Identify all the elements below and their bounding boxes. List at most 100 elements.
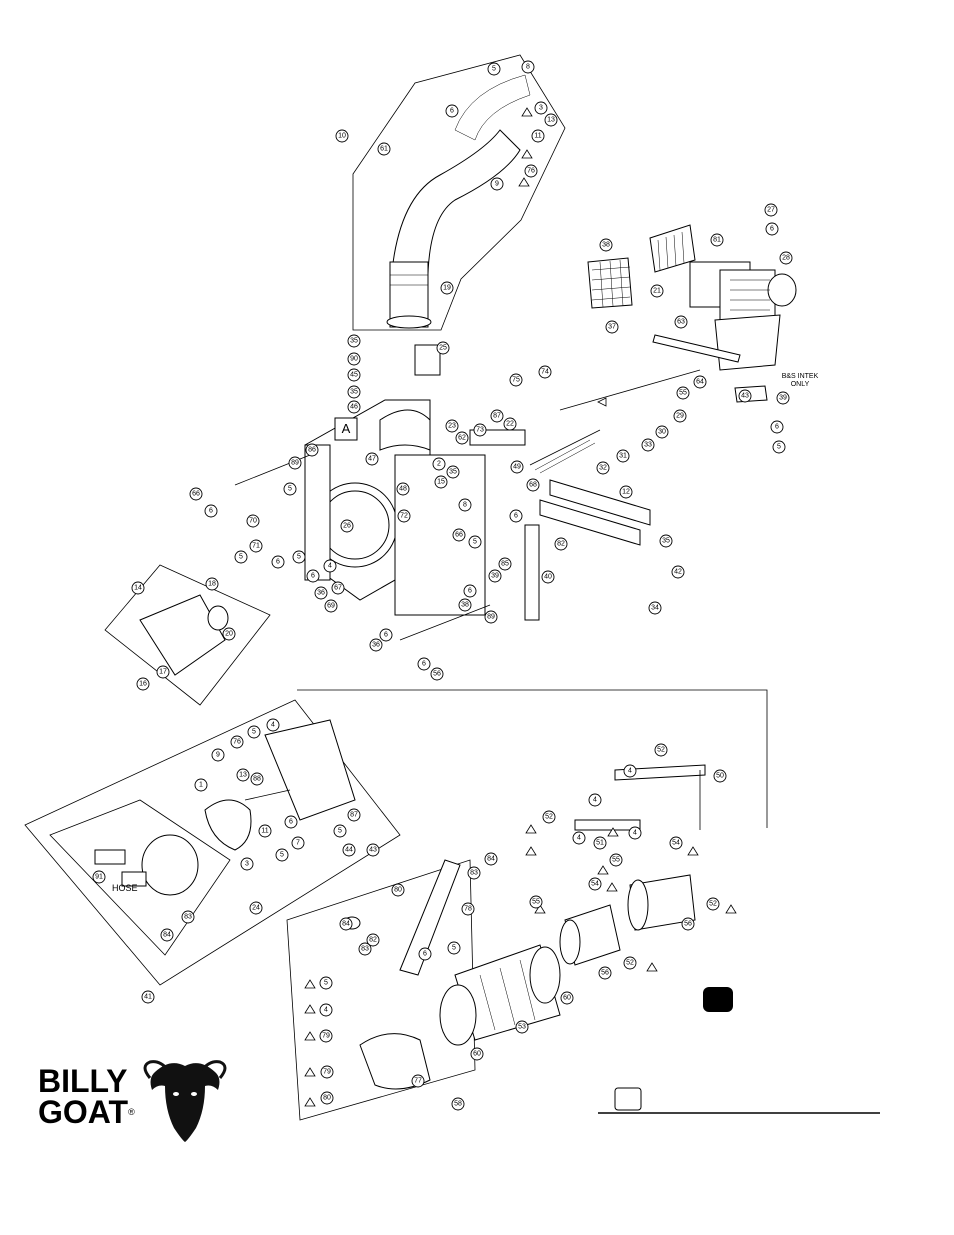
callout-10: 10 xyxy=(335,129,349,143)
callout-number: 82 xyxy=(557,541,565,548)
callout-6: 6 xyxy=(306,569,320,583)
callout-number: 66 xyxy=(192,491,200,498)
callout-number: 88 xyxy=(253,776,261,783)
callout-circle xyxy=(397,509,411,523)
callout-circle xyxy=(432,457,446,471)
brand-registered: ® xyxy=(128,1107,135,1117)
callout-number: 38 xyxy=(461,602,469,609)
goat-head-logo xyxy=(143,1060,227,1142)
callout-circle xyxy=(674,315,688,329)
callout-circle xyxy=(458,498,472,512)
callout-number: 6 xyxy=(770,226,774,233)
callout-circle xyxy=(305,443,319,457)
callout-circle xyxy=(598,966,612,980)
callout-35: 35 xyxy=(659,534,673,548)
callout-circle xyxy=(347,808,361,822)
callout-87: 87 xyxy=(490,409,504,423)
callout-83: 83 xyxy=(181,910,195,924)
discharge-chute-group xyxy=(352,54,566,331)
callout-81: 81 xyxy=(710,233,724,247)
callout-circle xyxy=(411,1074,425,1088)
callout-number: 6 xyxy=(450,108,454,115)
callout-64: 64 xyxy=(693,375,707,389)
callout-82: 82 xyxy=(366,933,380,947)
callout-circle xyxy=(628,826,642,840)
callout-circle xyxy=(693,375,707,389)
callout-number: 81 xyxy=(713,237,721,244)
callout-circle xyxy=(650,284,664,298)
callout-number: 70 xyxy=(249,518,257,525)
callout-83: 83 xyxy=(358,942,372,956)
callout-number: 62 xyxy=(458,435,466,442)
callout-circle xyxy=(131,581,145,595)
callout-circle xyxy=(467,866,481,880)
callout-circle xyxy=(430,667,444,681)
callout-circle xyxy=(605,320,619,334)
callout-83: 83 xyxy=(467,866,481,880)
callout-number: 60 xyxy=(563,995,571,1002)
callout-91: 91 xyxy=(92,870,106,884)
callout-circle xyxy=(526,478,540,492)
callout-number: 48 xyxy=(399,486,407,493)
callout-circle xyxy=(554,537,568,551)
callout-68: 68 xyxy=(526,478,540,492)
callout-circle xyxy=(599,238,613,252)
callout-15: 15 xyxy=(434,475,448,489)
callout-circle xyxy=(488,569,502,583)
callout-number: 43 xyxy=(369,847,377,854)
callout-number: 5 xyxy=(324,980,328,987)
callout-number: 69 xyxy=(327,603,335,610)
callout-circle xyxy=(339,917,353,931)
callout-number: 35 xyxy=(662,538,670,545)
callout-number: 10 xyxy=(338,133,346,140)
callout-47: 47 xyxy=(365,452,379,466)
callout-45: 45 xyxy=(347,368,361,382)
callout-number: 54 xyxy=(672,840,680,847)
callout-18: 18 xyxy=(205,577,219,591)
callout-circle xyxy=(271,555,285,569)
callout-circle xyxy=(331,581,345,595)
callout-circle xyxy=(366,933,380,947)
callout-circle xyxy=(320,1065,334,1079)
callout-number: 8 xyxy=(463,502,467,509)
callout-48: 48 xyxy=(396,482,410,496)
callout-circle xyxy=(710,233,724,247)
callout-number: 4 xyxy=(271,722,275,729)
callout-55: 55 xyxy=(609,853,623,867)
callout-number: 34 xyxy=(651,605,659,612)
callout-56: 56 xyxy=(681,917,695,931)
callout-23: 23 xyxy=(445,419,459,433)
callout-5: 5 xyxy=(234,550,248,564)
callout-number: 8 xyxy=(526,64,530,71)
callout-number: 32 xyxy=(599,465,607,472)
callout-2: 2 xyxy=(432,457,446,471)
callout-5: 5 xyxy=(292,550,306,564)
callout-number: 44 xyxy=(345,847,353,854)
callout-circle xyxy=(189,487,203,501)
callout-5: 5 xyxy=(333,824,347,838)
callout-60: 60 xyxy=(470,1047,484,1061)
callout-circle xyxy=(484,852,498,866)
callout-8: 8 xyxy=(458,498,472,512)
callout-circle xyxy=(510,460,524,474)
callout-number: 39 xyxy=(491,573,499,580)
callout-number: 63 xyxy=(677,319,685,326)
callout-circle xyxy=(319,976,333,990)
callout-55: 55 xyxy=(529,895,543,909)
callout-4: 4 xyxy=(628,826,642,840)
callout-5: 5 xyxy=(283,482,297,496)
callout-number: 6 xyxy=(289,819,293,826)
callout-number: 82 xyxy=(369,937,377,944)
callout-circle xyxy=(319,1003,333,1017)
callout-circle xyxy=(776,391,790,405)
callout-number: 17 xyxy=(159,669,167,676)
callout-number: 75 xyxy=(512,377,520,384)
callout-52: 52 xyxy=(542,810,556,824)
callout-number: 16 xyxy=(139,681,147,688)
callout-number: 22 xyxy=(506,421,514,428)
callout-number: 27 xyxy=(767,207,775,214)
callout-number: 91 xyxy=(95,874,103,881)
callout-6: 6 xyxy=(765,222,779,236)
callout-number: 4 xyxy=(628,768,632,775)
